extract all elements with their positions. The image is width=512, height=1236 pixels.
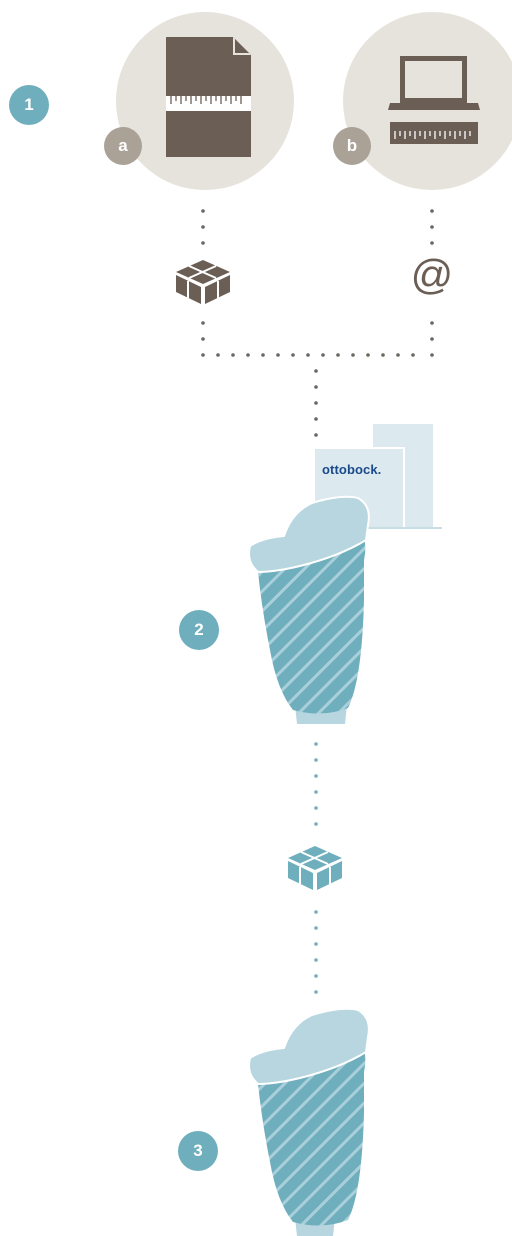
- package-icon: [176, 260, 230, 304]
- prosthetic-socket-2: [249, 497, 369, 724]
- step-1-number: 1: [24, 95, 33, 115]
- step-2-number: 2: [194, 620, 203, 640]
- connector-teal-dots-lower: [314, 910, 318, 994]
- connector-teal-dots-upper: [314, 742, 318, 826]
- source-b-badge: b: [333, 127, 371, 165]
- source-a-circle: [116, 12, 294, 190]
- laptop-ruler-icon: [343, 12, 512, 190]
- connector-to-manufacturer-dots: [314, 369, 318, 437]
- ruler-document-icon: [116, 12, 294, 190]
- ottobock-logo: ottobock.: [322, 462, 381, 477]
- step-3-badge: 3: [178, 1131, 218, 1171]
- source-b-circle: [343, 12, 512, 190]
- prosthetic-socket-3: [249, 1009, 369, 1236]
- step-1-badge: 1: [9, 85, 49, 125]
- package-icon-teal: [288, 846, 342, 890]
- source-a-label: a: [118, 136, 127, 156]
- connector-horizontal-dots: [201, 353, 434, 357]
- email-at-icon: @: [407, 250, 457, 300]
- step-3-number: 3: [193, 1141, 202, 1161]
- step-2-badge: 2: [179, 610, 219, 650]
- source-a-badge: a: [104, 127, 142, 165]
- source-b-label: b: [347, 136, 357, 156]
